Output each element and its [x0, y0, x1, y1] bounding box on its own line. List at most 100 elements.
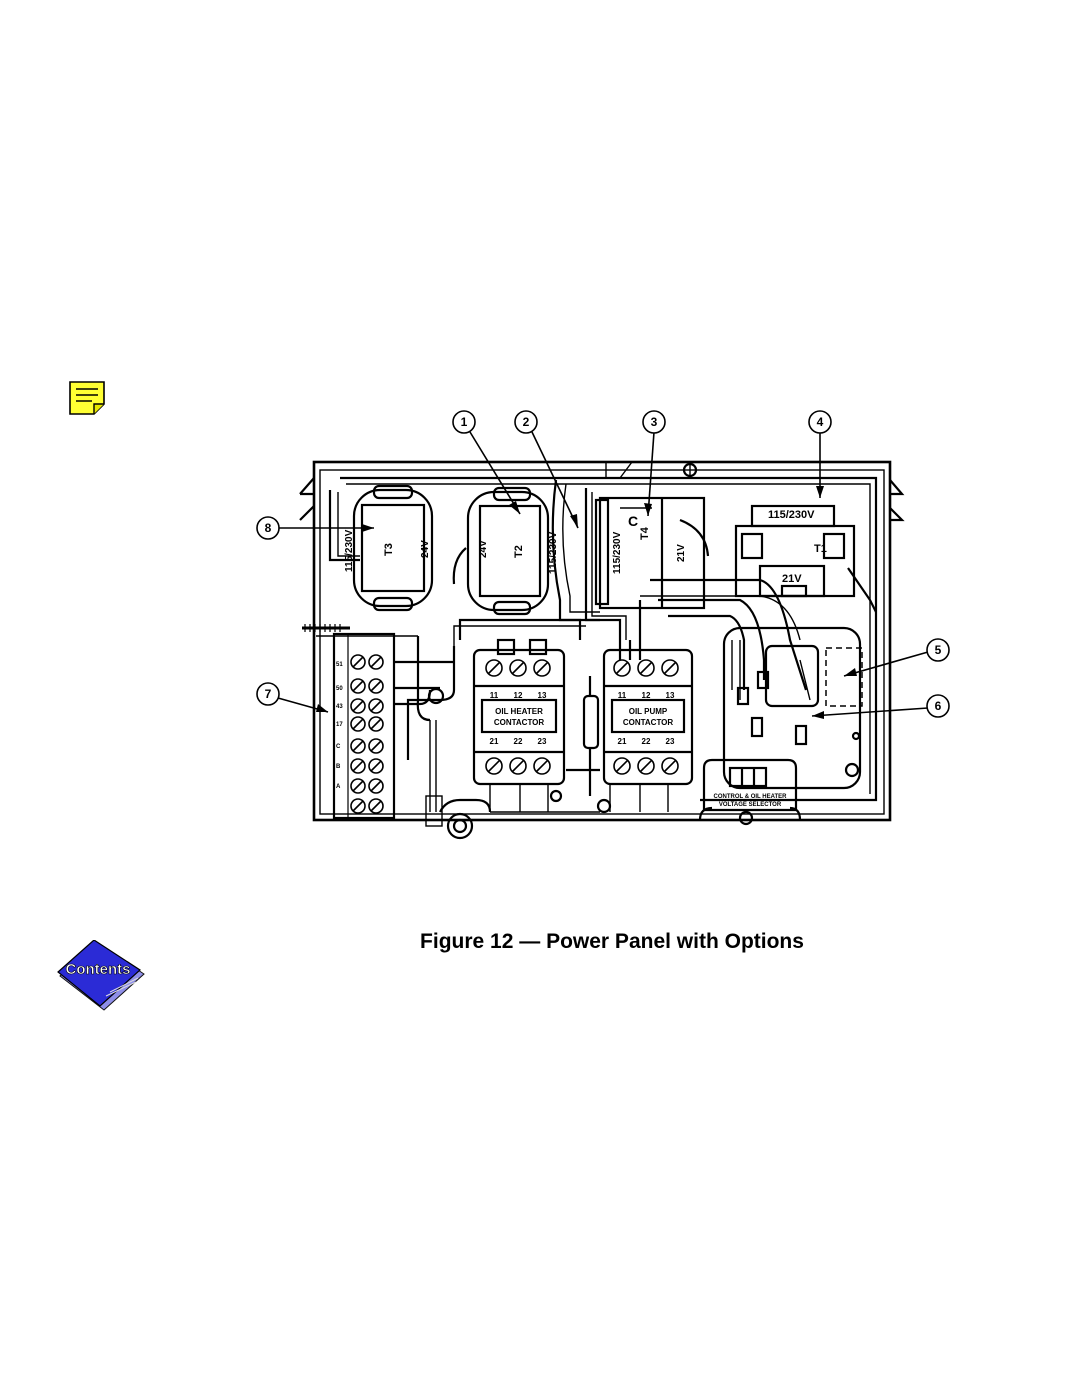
- transformer-t1: [734, 504, 877, 613]
- oil-heater-bottom-21: 21: [490, 737, 499, 746]
- oil-heater-contactor: [472, 638, 566, 786]
- terminal-screw-left-slot: [352, 800, 364, 812]
- terminal-screw-right-slot: [370, 718, 382, 730]
- t3-id-label: T3: [383, 543, 395, 556]
- callout-circle-2: [514, 410, 538, 434]
- callout-circle-7: [256, 682, 280, 706]
- oil-heater-line2: CONTACTOR: [494, 718, 545, 727]
- contactor-screw-slot: [639, 661, 653, 675]
- transformer-t4: [594, 496, 710, 610]
- contactor-screw-slot: [511, 759, 525, 773]
- terminal-screw-right-slot: [370, 760, 382, 772]
- callout-arrowheads: [316, 486, 857, 719]
- contactor-screw-slot: [615, 759, 629, 773]
- contactor-screw-slot: [615, 661, 629, 675]
- callout-number-3: 3: [651, 415, 658, 429]
- oil-pump-top-12: 12: [642, 691, 651, 700]
- callout-number-2: 2: [523, 415, 530, 429]
- transformer-t3: [352, 484, 434, 612]
- terminal-screw-right-slot: [370, 656, 382, 668]
- t2-primary-label: 115/230V: [548, 531, 559, 574]
- oil-pump-top-13: 13: [666, 691, 675, 700]
- terminal-label: 43: [336, 704, 343, 710]
- t1-primary-label: 115/230V: [768, 509, 815, 521]
- selector-line1: CONTROL & OIL HEATER: [713, 794, 787, 800]
- callout-circle-5: [926, 638, 950, 662]
- selector-line2: VOLTAGE SELECTOR: [719, 802, 782, 808]
- contents-label: Contents: [66, 961, 131, 978]
- contactor-screw-slot: [487, 661, 501, 675]
- oil-heater-top-13: 13: [538, 691, 547, 700]
- callout-circle-8: [256, 516, 280, 540]
- t4-marker-label: C: [628, 513, 638, 529]
- terminal-screw-right-slot: [370, 700, 382, 712]
- transformer-t2: [452, 486, 550, 616]
- oil-pump-bottom-23: 23: [666, 737, 675, 746]
- terminal-screw-left-slot: [352, 656, 364, 668]
- t1-id-label: T1: [814, 543, 827, 555]
- terminal-label: 17: [336, 722, 343, 728]
- t4-primary-label: 115/230V: [612, 531, 623, 574]
- oil-heater-bottom-23: 23: [538, 737, 547, 746]
- t4-id-label: T4: [639, 526, 651, 540]
- terminal-label: 51: [336, 662, 343, 668]
- t4-secondary-label: 21V: [676, 544, 687, 562]
- contactor-screw-slot: [511, 661, 525, 675]
- contactor-screw-slot: [663, 759, 677, 773]
- terminal-strip: [332, 632, 396, 820]
- terminal-screw-left-slot: [352, 680, 364, 692]
- t1-secondary-label: 21V: [782, 573, 802, 585]
- oil-pump-top-11: 11: [618, 691, 627, 700]
- callout-number-8: 8: [265, 521, 272, 535]
- terminal-screw-right-slot: [370, 800, 382, 812]
- callout-circle-1: [452, 410, 476, 434]
- contactor-screw-slot: [535, 661, 549, 675]
- terminal-label: 50: [336, 686, 343, 692]
- t3-primary-label: 115/230V: [344, 529, 355, 572]
- figure-caption-text: Figure 12 — Power Panel with Options: [420, 930, 804, 953]
- contactor-screws: [485, 659, 679, 775]
- voltage-selector: [698, 758, 802, 826]
- oil-pump-bottom-22: 22: [642, 737, 651, 746]
- terminal-screw-left-slot: [352, 740, 364, 752]
- oil-heater-line1: OIL HEATER: [495, 707, 543, 716]
- t2-secondary-label: 24V: [478, 540, 489, 558]
- callout-number-6: 6: [935, 699, 942, 713]
- callout-number-5: 5: [935, 643, 942, 657]
- oil-heater-top-12: 12: [514, 691, 523, 700]
- oil-heater-top-11: 11: [490, 691, 499, 700]
- callout-number-7: 7: [265, 687, 272, 701]
- contents-icon[interactable]: Contents: [56, 940, 148, 1012]
- callout-number-4: 4: [817, 415, 824, 429]
- contactor-screw-slot: [487, 759, 501, 773]
- terminal-screw-left-slot: [352, 718, 364, 730]
- contactor-screw-slot: [639, 759, 653, 773]
- oil-pump-contactor: [602, 648, 694, 786]
- terminal-screw-right-slot: [370, 680, 382, 692]
- terminal-screw-left-slot: [352, 780, 364, 792]
- terminal-label: A: [336, 784, 341, 790]
- callout-leaders: [277, 431, 929, 717]
- figure-caption: Figure 12 — Power Panel with Options: [0, 930, 1080, 954]
- terminal-screw-right-slot: [370, 780, 382, 792]
- panel-enclosure: [312, 460, 892, 822]
- oil-pump-bottom-21: 21: [618, 737, 627, 746]
- terminal-screw-right-slot: [370, 740, 382, 752]
- terminal-label: B: [336, 764, 341, 770]
- oil-pump-line1: OIL PUMP: [629, 707, 668, 716]
- note-icon[interactable]: [68, 380, 106, 416]
- callout-circle-4: [808, 410, 832, 434]
- callout-number-1: 1: [461, 415, 468, 429]
- t2-id-label: T2: [513, 545, 525, 558]
- contactor-screw-slot: [535, 759, 549, 773]
- callout-circle-3: [642, 410, 666, 434]
- t3-secondary-label: 24V: [420, 540, 431, 558]
- oil-pump-line2: CONTACTOR: [623, 718, 674, 727]
- oil-heater-bottom-22: 22: [514, 737, 523, 746]
- terminal-screw-left-slot: [352, 760, 364, 772]
- callout-circle-6: [926, 694, 950, 718]
- contactor-screw-slot: [663, 661, 677, 675]
